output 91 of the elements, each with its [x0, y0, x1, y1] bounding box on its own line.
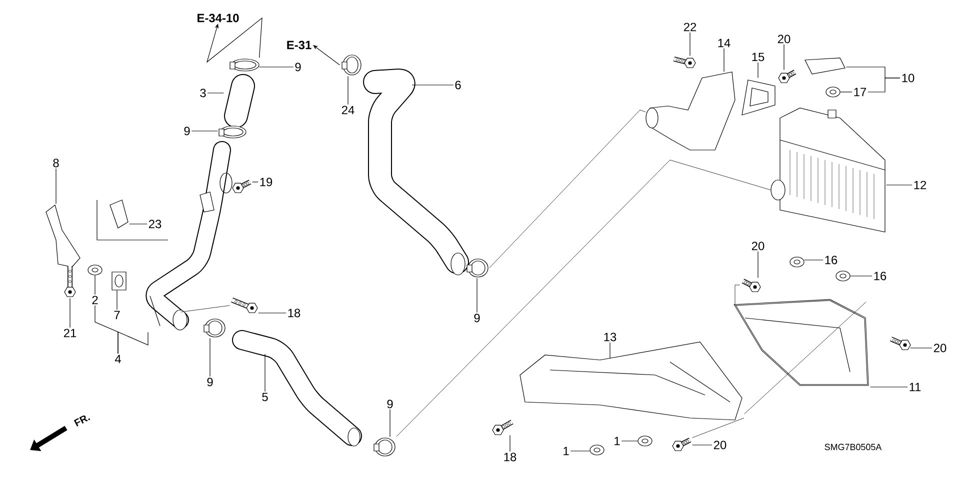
drawing-code: SMG7B0505A [824, 444, 882, 450]
callout-number: 20 [752, 242, 764, 250]
leader-line [692, 444, 712, 446]
callout-number: 12 [914, 180, 926, 190]
leader-line [621, 440, 638, 442]
leader-line [570, 450, 590, 452]
reference-label: E-31 [287, 40, 312, 50]
bolt-drawing [672, 438, 692, 452]
callout-number: 10 [902, 74, 914, 82]
leader-line [264, 354, 266, 392]
pipe-drawing [146, 141, 232, 330]
leader-line [118, 332, 148, 354]
bracket-drawing [46, 204, 80, 268]
clamp-drawing [466, 258, 488, 278]
reference-arrow [206, 17, 262, 63]
grommet-drawing [836, 270, 850, 282]
callout-number: 7 [114, 310, 120, 320]
callout-number: 15 [752, 52, 764, 62]
intercooler-drawing [770, 108, 886, 232]
callout-number: 20 [934, 344, 946, 352]
assembly-line [396, 160, 771, 437]
callout-number: 9 [387, 400, 393, 408]
nut-drawing [638, 436, 652, 446]
leader-line [94, 275, 96, 295]
hose-drawing [224, 74, 255, 128]
callout-number: 1 [564, 446, 569, 456]
nut-drawing [826, 86, 840, 98]
clamp-drawing [342, 54, 362, 76]
leader-line [412, 84, 454, 86]
assembly-line [692, 418, 744, 438]
callout-number: 20 [714, 440, 726, 450]
callout-number: 13 [604, 332, 616, 342]
callout-number: 11 [910, 382, 921, 392]
assembly-line [489, 110, 646, 268]
leader-line [207, 92, 224, 94]
leader-line [870, 386, 908, 388]
assembly-line [744, 302, 866, 414]
gasket-drawing [742, 80, 776, 116]
callout-number: 16 [874, 272, 886, 280]
duct-drawing [646, 72, 736, 150]
callout-number: 2 [92, 296, 98, 304]
bolt-drawing [492, 420, 514, 436]
clamp-drawing [204, 318, 226, 338]
leader-line [116, 290, 118, 310]
callout-number: 18 [504, 452, 516, 462]
callout-number: 3 [200, 88, 206, 98]
grommet-drawing [112, 272, 126, 290]
hose-drawing [232, 330, 362, 446]
callout-number: 17 [854, 88, 866, 96]
assembly-line [734, 284, 740, 306]
bolt-drawing [231, 298, 258, 314]
clamp-drawing [374, 438, 396, 456]
callout-number: 8 [53, 158, 59, 168]
bolt-drawing [64, 266, 76, 298]
bracket-drawing [110, 200, 128, 228]
reference-label: E-34-10 [198, 14, 239, 22]
duct-drawing [520, 342, 742, 420]
leader-line [476, 278, 478, 313]
grommet-drawing [790, 256, 804, 268]
hose-drawing [363, 68, 469, 276]
callout-number: 21 [64, 328, 76, 338]
callout-number: 20 [778, 34, 790, 44]
callout-number: 19 [260, 178, 272, 186]
callout-number: 1 [614, 436, 620, 446]
callout-number: 9 [474, 314, 480, 322]
bolt-drawing [778, 70, 796, 84]
bolt-drawing [673, 56, 696, 68]
callout-number: 14 [718, 38, 730, 48]
nut-drawing [590, 444, 604, 456]
bolt-drawing [742, 278, 761, 292]
callout-number: 4 [114, 354, 121, 364]
callout-number: 24 [342, 106, 354, 114]
leader-line [258, 312, 286, 314]
assembly-line [180, 305, 230, 312]
callout-number: 18 [288, 308, 300, 318]
bolt-drawing [890, 336, 911, 350]
leader-line [868, 78, 900, 92]
bolt-drawing [232, 180, 252, 194]
leader-line [886, 184, 912, 186]
leader-line [259, 66, 294, 68]
callout-number: 9 [207, 378, 213, 386]
callout-number: 9 [184, 126, 190, 136]
callout-number: 22 [684, 22, 696, 32]
callout-number: 9 [295, 62, 301, 72]
callout-number: 16 [825, 256, 838, 264]
direction-label: FR. [74, 416, 90, 426]
leader-line [191, 130, 218, 132]
clip-drawing [804, 58, 846, 74]
clamp-drawing [218, 126, 246, 138]
clamp-drawing [230, 58, 260, 72]
nut-drawing [88, 264, 102, 276]
